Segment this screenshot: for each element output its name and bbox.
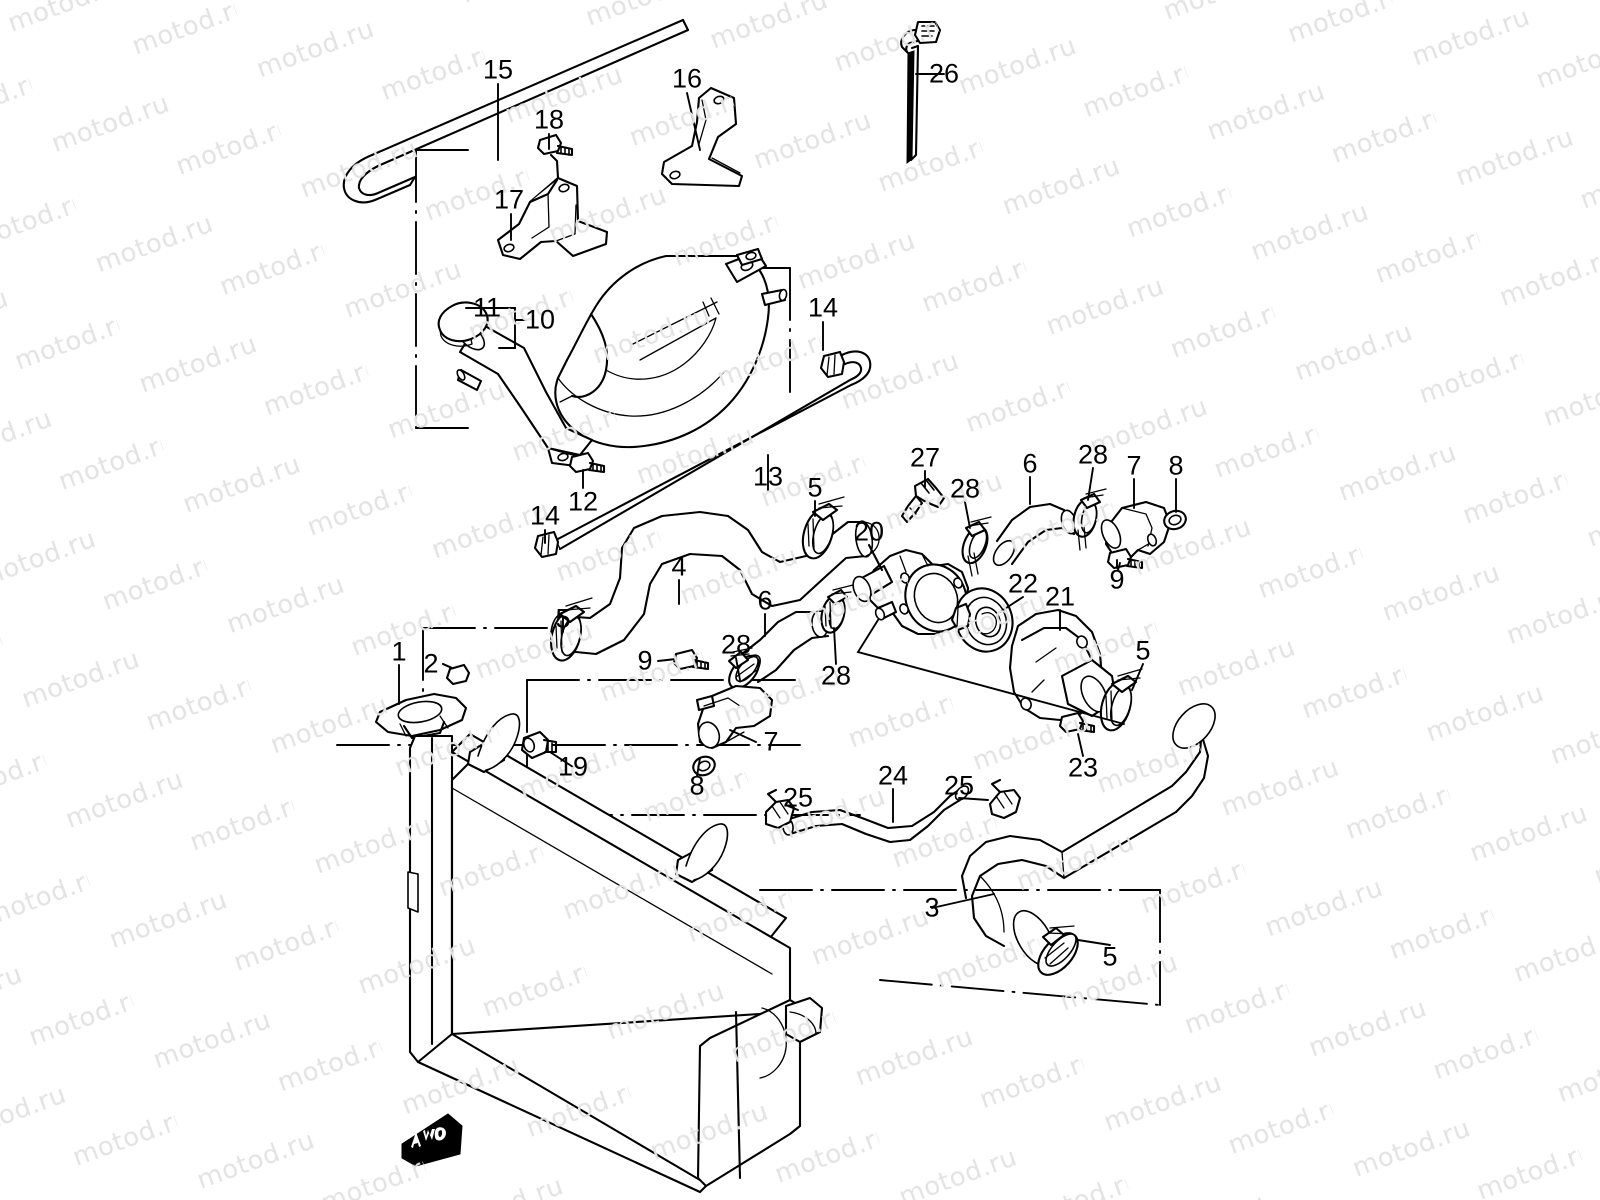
callout-hose-clamp: 5 [807,472,823,503]
part-19-drain-plug [520,730,558,760]
part-26-cable-tie [900,20,942,165]
callout-hose-clamp-small: 28 [820,660,852,691]
part-28a-hose-clamp-small [961,516,992,577]
part-7a-water-pipe-union [695,684,774,750]
callout-hose-clip-small: 25 [782,782,814,813]
callout-lower-radiator-hose: 3 [924,892,940,923]
callout-tank-mount-bolt: 12 [567,486,599,517]
callout-breather-pipe: 15 [482,54,514,85]
part-6b-water-hose [992,502,1078,567]
callout-hose-clamp-small: 28 [720,629,752,660]
callout-thermostat-cover: 21 [1044,581,1076,612]
callout-overflow-hose: 13 [752,461,784,492]
callout-hose-clamp-small: 28 [949,473,981,504]
part-28d-hose-clamp-small [820,584,854,634]
callout-cap-screw: 2 [423,648,439,679]
callout-tank-bracket-lower: 17 [493,184,525,215]
part-15-breather-pipe [342,18,690,204]
part-7b-water-pipe-union [1100,500,1172,560]
callout-water-hose: 6 [1022,448,1038,479]
callout-thermostat: 22 [1007,568,1039,599]
callout-bracket-bolt: 18 [533,104,565,135]
part-16-tank-bracket [660,86,744,188]
part-10-reservoir-tank [437,247,788,468]
part-1-radiator-cap [374,692,468,740]
callout-tank-bracket: 16 [671,63,703,94]
callout-hose-clamp: 5 [1135,635,1151,666]
callout-thermostat-case: 20 [853,516,885,547]
callout-radiator-cap: 1 [391,636,407,667]
part-25b-hose-clip [988,778,1022,820]
part-9a-union-bolt [672,648,710,671]
part-23-cover-bolt [1058,711,1096,734]
callout-upper-radiator-hose: 4 [671,551,687,582]
part-3-lower-radiator-hose [960,703,1216,966]
part-18-bolt [536,133,574,157]
callout-water-by-pass-hose: 24 [877,760,909,791]
callout-reservoir-tank-assembly: 10 [524,304,556,335]
part-21-thermostat-cover [1008,608,1118,722]
callout-hose-clip: 14 [807,292,839,323]
callout-drain-plug: 19 [557,751,589,782]
callout-hose-clip-small: 25 [943,770,975,801]
callout-water-pipe-union: 7 [1126,450,1142,481]
part-14b-hose-clip [533,530,560,559]
callout-hose-clamp: 5 [1102,941,1118,972]
callout-hose-clamp: 5 [555,603,571,634]
callout-o-ring: 8 [1168,450,1184,481]
part-27-water-temp-sensor [900,477,946,524]
callout-hose-clip: 14 [529,500,561,531]
callout-union-bolt: 9 [1109,564,1125,595]
fwd-direction-marker [401,1113,463,1167]
callout-water-temp-sensor: 27 [909,442,941,473]
callout-cable-tie: 26 [928,58,960,89]
callout-reservoir-tank-cap: 11 [472,292,502,323]
callout-hose-clamp-small: 28 [1077,439,1109,470]
part-12-tank-bolt [568,451,606,474]
part-2-cap-screw [442,663,471,686]
callout-water-pipe-union: 7 [763,726,779,757]
callout-water-hose: 6 [757,585,773,616]
part-14a-hose-clip [819,350,846,379]
callout-union-bolt: 9 [637,645,653,676]
radiator-core-assembly [407,713,824,1194]
callout-cover-bolt: 23 [1067,752,1099,783]
callout-o-ring: 8 [689,770,705,801]
